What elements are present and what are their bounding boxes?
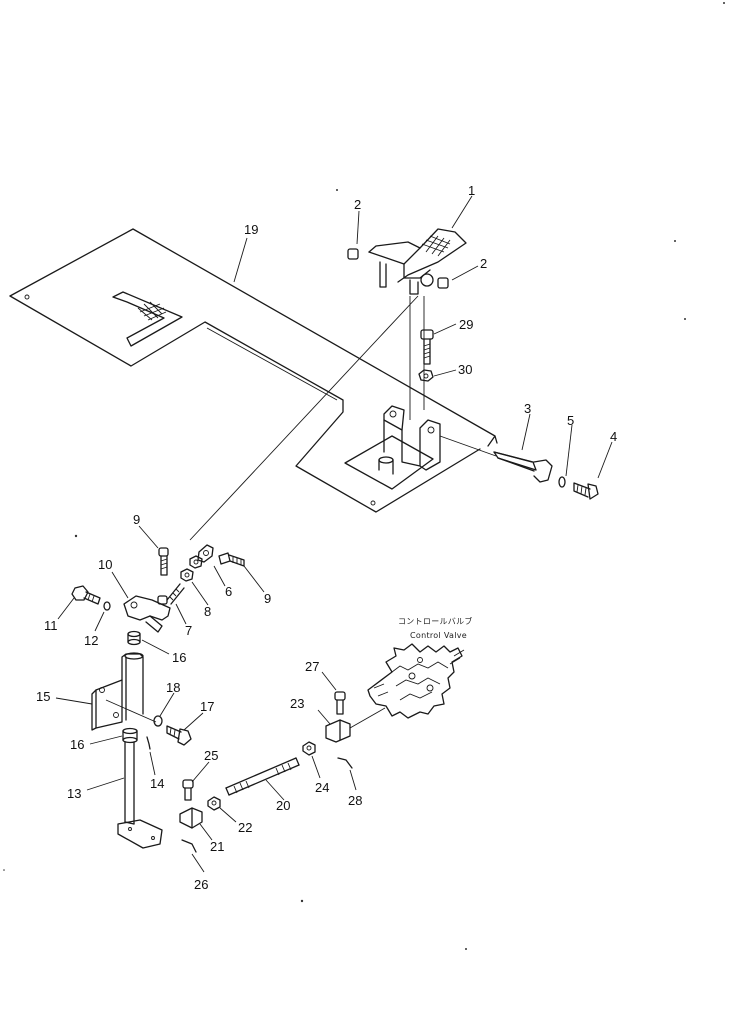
nut-8	[180, 568, 194, 582]
nut-22	[207, 796, 221, 811]
nut-24	[302, 741, 316, 756]
bracket-15	[91, 652, 144, 731]
scan-specks	[3, 2, 725, 950]
control-valve-outline	[367, 643, 465, 719]
bolt-11	[71, 585, 101, 605]
rod-end-6	[197, 544, 214, 563]
callout-3: 3	[524, 401, 531, 416]
callout-26: 26	[194, 877, 208, 892]
callout-8: 8	[204, 604, 211, 619]
nut-6	[189, 555, 203, 569]
callouts: 1 2 2 3 4 5 6 7 8 9 9 10 11 12 13 14 15 …	[36, 183, 617, 892]
shaft-13	[117, 741, 163, 849]
callout-18: 18	[166, 680, 180, 695]
callout-13: 13	[67, 786, 81, 801]
washer-18	[153, 715, 163, 727]
callout-22: 22	[238, 820, 252, 835]
callout-7: 7	[185, 623, 192, 638]
floor-plate	[9, 228, 498, 513]
callout-28: 28	[348, 793, 362, 808]
pedal	[368, 228, 467, 295]
washer-5	[558, 476, 566, 488]
pin-14	[146, 736, 151, 750]
callout-10: 10	[98, 557, 112, 572]
pin-centerline	[439, 435, 497, 457]
callout-1: 1	[468, 183, 475, 198]
bolt-9-right	[218, 552, 245, 567]
callout-21: 21	[210, 839, 224, 854]
bolt-4	[573, 482, 599, 500]
clevis-21	[179, 807, 203, 829]
callout-14: 14	[150, 776, 164, 791]
callout-19: 19	[244, 222, 258, 237]
clevis-23	[325, 719, 351, 743]
callout-12: 12	[84, 633, 98, 648]
collar-right	[437, 277, 449, 289]
control-valve-label-jp: コントロールバルブ	[398, 616, 473, 626]
linkage-line	[189, 295, 419, 541]
bolt-29	[420, 329, 434, 365]
callout-16-lower: 16	[70, 737, 84, 752]
washer-12	[103, 601, 111, 611]
pedal-bracket	[378, 405, 441, 475]
cotter-pin-28	[337, 757, 353, 769]
callout-17: 17	[200, 699, 214, 714]
callout-9-upper: 9	[133, 512, 140, 527]
callout-6: 6	[225, 584, 232, 599]
callout-2-left: 2	[354, 197, 361, 212]
pin-3	[493, 451, 553, 483]
rod-to-valve-line	[349, 707, 386, 729]
cotter-pin-26	[181, 839, 197, 853]
callout-15: 15	[36, 689, 50, 704]
bolt-9-upper	[158, 547, 169, 576]
control-valve-label-en: Control Valve	[410, 631, 467, 640]
rod-20	[225, 757, 300, 796]
callout-9-right: 9	[264, 591, 271, 606]
callout-29: 29	[459, 317, 473, 332]
bolt-25	[182, 779, 194, 801]
callout-25: 25	[204, 748, 218, 763]
leader-lines	[55, 195, 613, 873]
callout-24: 24	[315, 780, 329, 795]
bolt-17	[166, 725, 192, 746]
assembly-centerline	[409, 296, 425, 420]
lever-10	[123, 595, 171, 633]
collar-left	[347, 248, 359, 260]
callout-11: 11	[44, 618, 58, 633]
bolt-7	[166, 583, 185, 605]
nut-30	[418, 369, 434, 382]
callout-30: 30	[458, 362, 472, 377]
callout-16-upper: 16	[172, 650, 186, 665]
callout-23: 23	[290, 696, 304, 711]
callout-2-right: 2	[480, 256, 487, 271]
callout-20: 20	[276, 798, 290, 813]
callout-27: 27	[305, 659, 319, 674]
callout-4: 4	[610, 429, 617, 444]
bushing-16-lower	[122, 727, 138, 744]
lever-bracket-centerline	[105, 699, 157, 723]
bushing-16-upper	[127, 630, 141, 646]
bolt-27	[334, 691, 346, 715]
callout-5: 5	[567, 413, 574, 428]
